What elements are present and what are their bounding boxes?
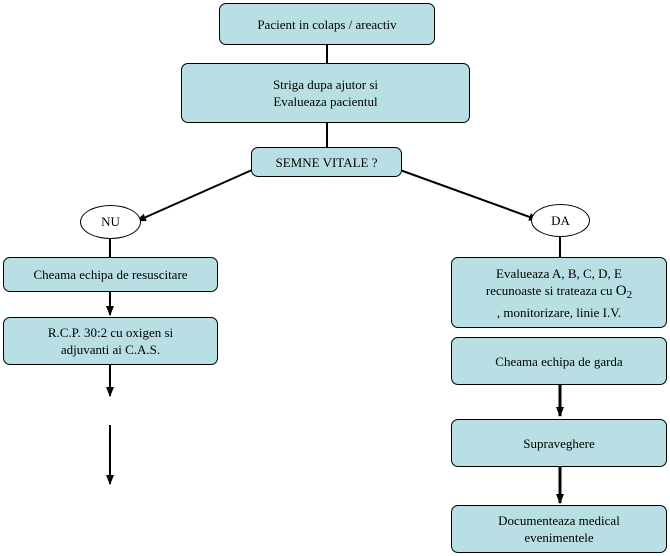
node-document-events: Documenteaza medical evenimentele	[451, 505, 667, 553]
oval-no: NU	[80, 205, 141, 239]
node-abcde-line1: Evalueaza A, B, C, D, E	[496, 265, 622, 281]
node-abcde-line3: , monitorizare, linie I.V.	[496, 304, 622, 320]
node-cpr-line1: R.C.P. 30:2 cu oxigen si	[47, 325, 174, 340]
node-call-for-help-line2: Evalueaza pacientul	[273, 94, 378, 109]
arrow-vitals-to-no	[136, 169, 253, 222]
node-abcde-line2: recunoaste si trateaza cu O2	[485, 282, 633, 301]
node-abcde-assessment: Evalueaza A, B, C, D, E recunoaste si tr…	[451, 257, 667, 328]
node-call-duty-team: Cheama echipa de garda	[451, 337, 667, 385]
node-cpr-line2: adjuvanti ai C.A.S.	[60, 342, 161, 357]
node-call-resus-team: Cheama echipa de resuscitare	[3, 257, 218, 292]
arrow-vitals-to-yes	[399, 169, 539, 221]
node-document-line1: Documenteaza medical	[498, 513, 620, 528]
node-patient-collapse: Pacient in colaps / areactiv	[219, 3, 435, 45]
node-call-for-help-line1: Striga dupa ajutor si	[272, 77, 379, 92]
node-call-for-help: Striga dupa ajutor si Evalueaza pacientu…	[181, 63, 470, 123]
node-vital-signs: SEMNE VITALE ?	[251, 147, 402, 177]
node-monitoring: Supraveghere	[451, 419, 667, 467]
node-document-line2: evenimentele	[524, 530, 594, 545]
oval-yes: DA	[531, 204, 590, 237]
node-cpr: R.C.P. 30:2 cu oxigen si adjuvanti ai C.…	[3, 317, 218, 365]
